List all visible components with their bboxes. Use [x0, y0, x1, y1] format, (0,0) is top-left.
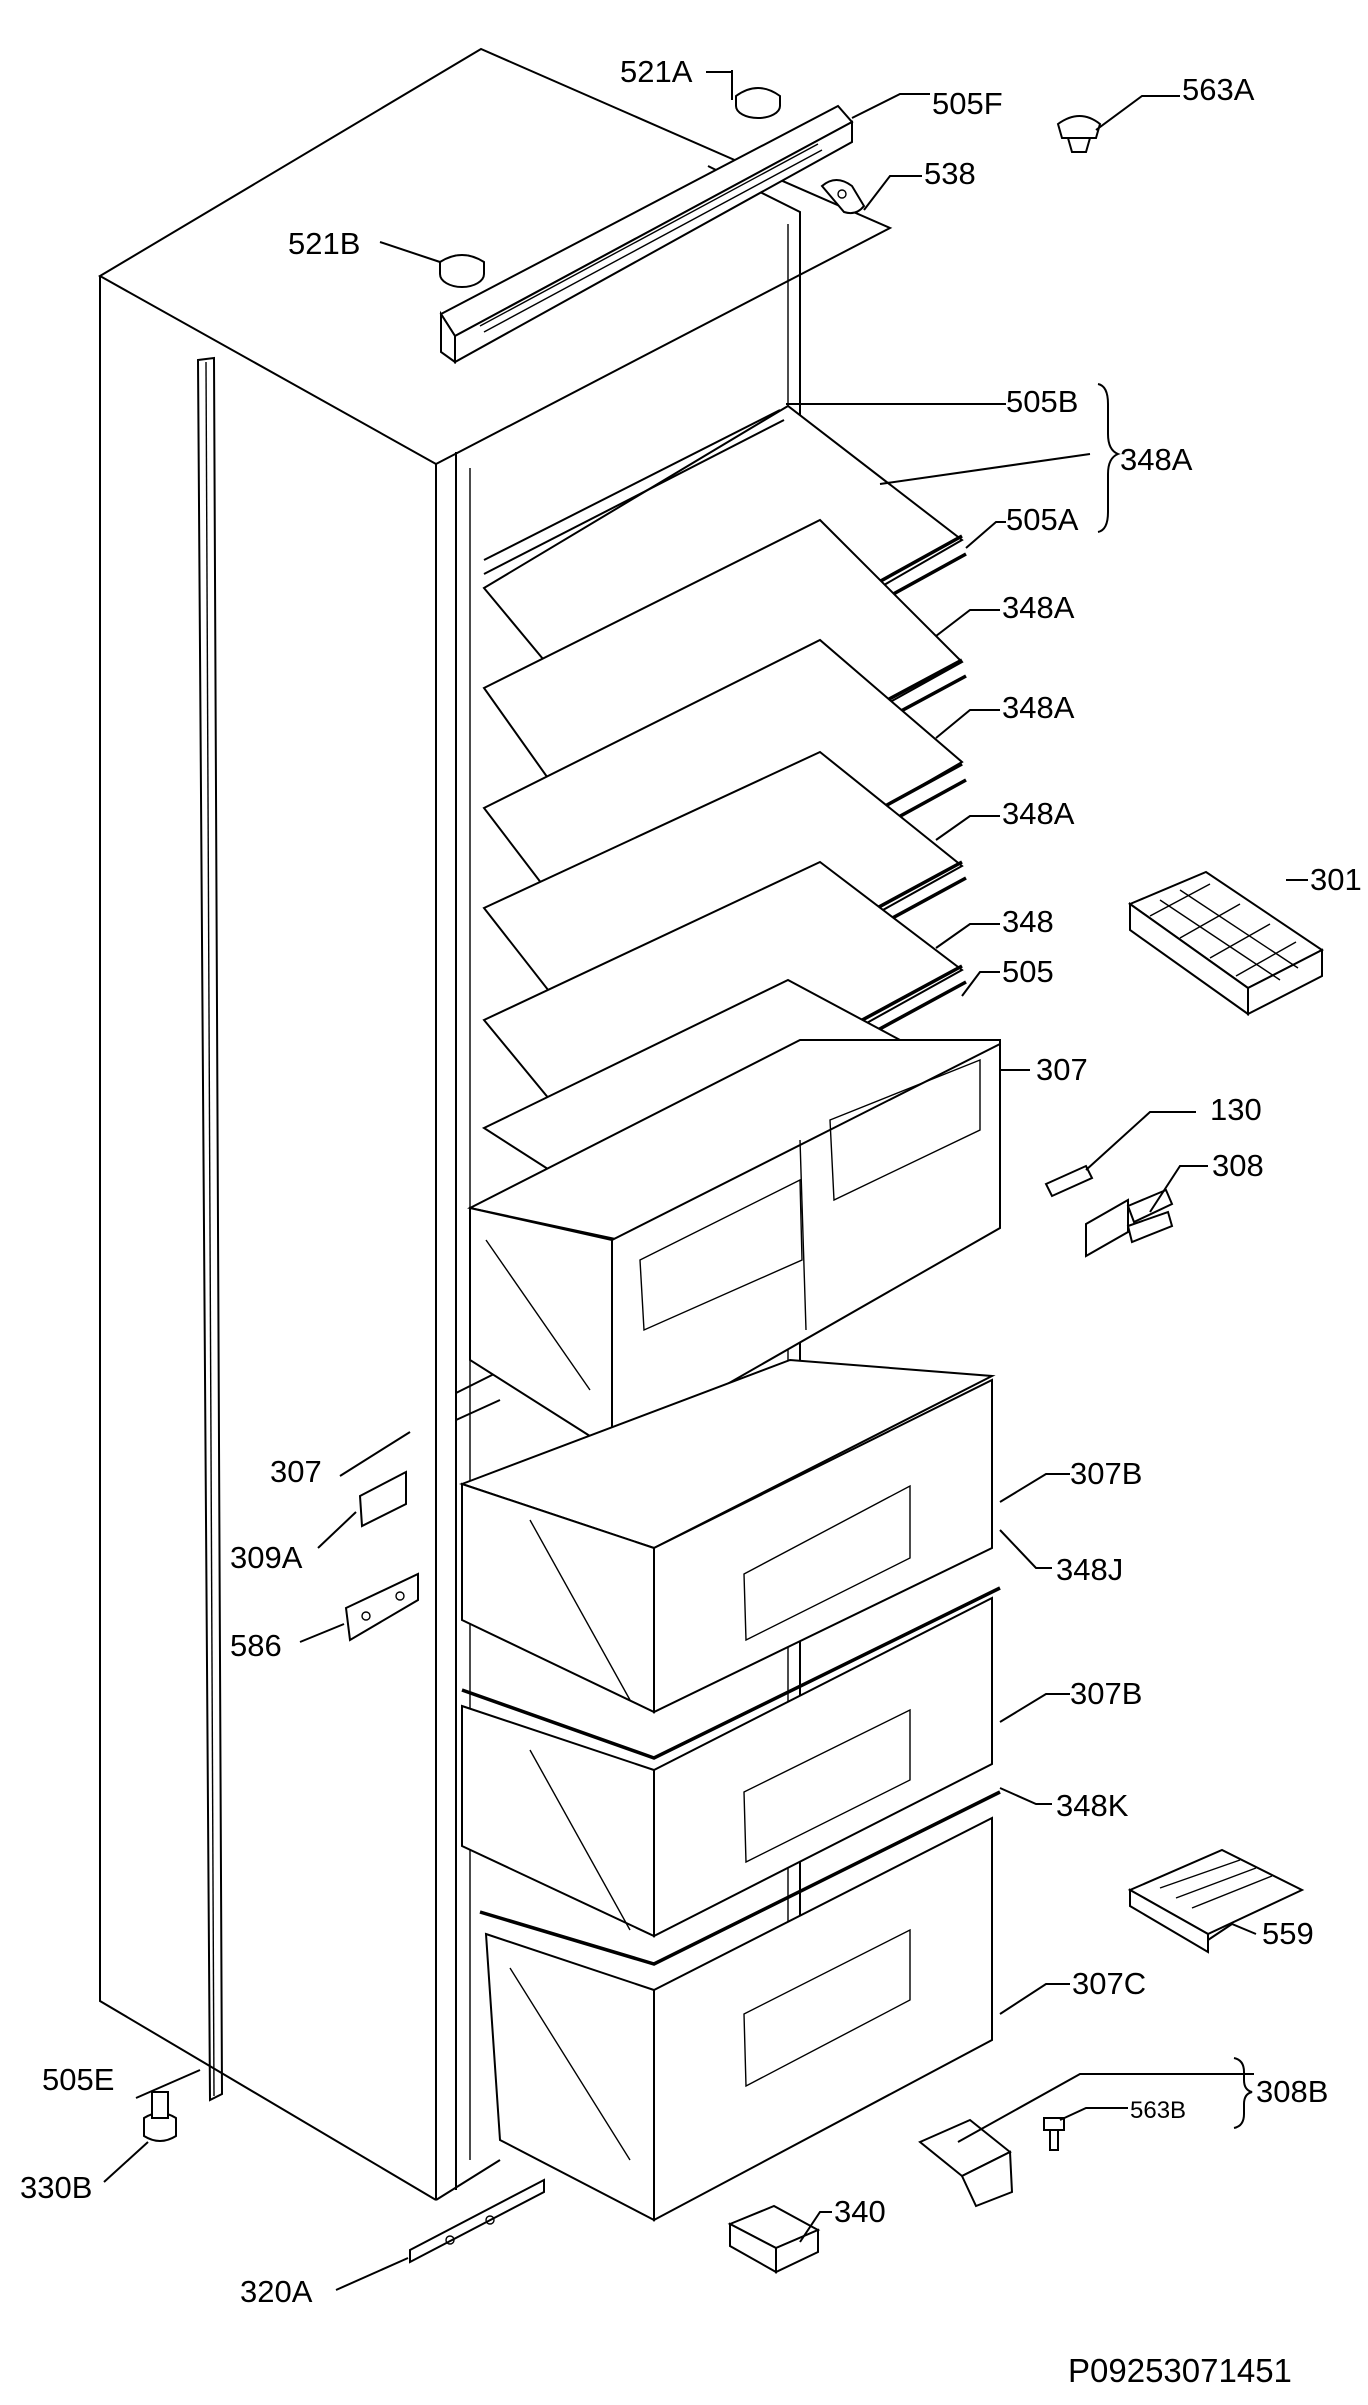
label-307b-2: 307B [1070, 1676, 1142, 1711]
top-hinge-bar [439, 104, 854, 364]
label-320a: 320A [240, 2274, 313, 2309]
label-521b: 521B [288, 226, 360, 261]
part-538 [820, 179, 866, 215]
hinge-cap-521a [731, 70, 781, 119]
label-130: 130 [1210, 1092, 1262, 1127]
bracket-586 [344, 1572, 419, 1642]
label-563a: 563A [1182, 72, 1255, 107]
label-330b: 330B [20, 2170, 92, 2205]
label-505b: 505B [1006, 384, 1078, 419]
label-505: 505 [1002, 954, 1054, 989]
part-130 [1044, 1164, 1094, 1198]
label-307b-1: 307B [1070, 1456, 1142, 1491]
label-348j: 348J [1056, 1552, 1123, 1587]
brace-348a-group [1097, 383, 1121, 533]
label-348: 348 [1002, 904, 1054, 939]
door-gasket-strip [196, 356, 224, 2102]
freezer-shelf-348j [461, 1586, 1001, 1760]
label-563b: 563B [1130, 2097, 1186, 2124]
label-308: 308 [1212, 1148, 1264, 1183]
label-586: 586 [230, 1628, 282, 1663]
leader-lines [103, 71, 1308, 2291]
label-505e: 505E [42, 2062, 114, 2097]
label-521a: 521A [620, 54, 693, 89]
label-307: 307 [1036, 1052, 1088, 1087]
freezer-shelf-348k [479, 1790, 1001, 1966]
label-348a-2: 348A [1002, 690, 1075, 725]
ice-cube-tray-301 [1127, 870, 1324, 1016]
hinge-cap-521b [439, 254, 485, 288]
freezer-drawer-307b-upper [459, 1358, 996, 1714]
label-301: 301 [1310, 862, 1362, 897]
ice-tray-559 [1127, 1848, 1305, 1954]
label-340: 340 [834, 2194, 886, 2229]
hinge-308 [1085, 1188, 1174, 1258]
label-307c: 307C [1072, 1966, 1146, 2001]
label-348a-1: 348A [1002, 590, 1075, 625]
label-348a-group: 348A [1120, 442, 1193, 477]
label-559: 559 [1262, 1916, 1314, 1951]
screw-563a [1056, 115, 1102, 153]
label-538: 538 [924, 156, 976, 191]
label-505a: 505A [1006, 502, 1079, 537]
part-340 [727, 2204, 821, 2274]
label-505f: 505F [932, 86, 1003, 121]
hinge-cover-309a [358, 1470, 407, 1528]
label-308b: 308B [1256, 2074, 1328, 2109]
hinge-308b [918, 2118, 1014, 2208]
freezer-drawer-307c [484, 1816, 993, 2222]
crisper-drawer-307 [467, 1039, 1001, 1452]
kickplate-rail-320a [409, 2178, 545, 2264]
screw-563b [1043, 2117, 1065, 2151]
brace-308b-group [1233, 2057, 1253, 2129]
label-309a: 309A [230, 1540, 303, 1575]
label-348k: 348K [1056, 1788, 1129, 1823]
foot-330b [143, 2091, 177, 2142]
freezer-drawer-307b-lower [461, 1596, 993, 1938]
reference-number: P09253071451 [1068, 2352, 1292, 2389]
label-348a-3: 348A [1002, 796, 1075, 831]
label-307-left: 307 [270, 1454, 322, 1489]
